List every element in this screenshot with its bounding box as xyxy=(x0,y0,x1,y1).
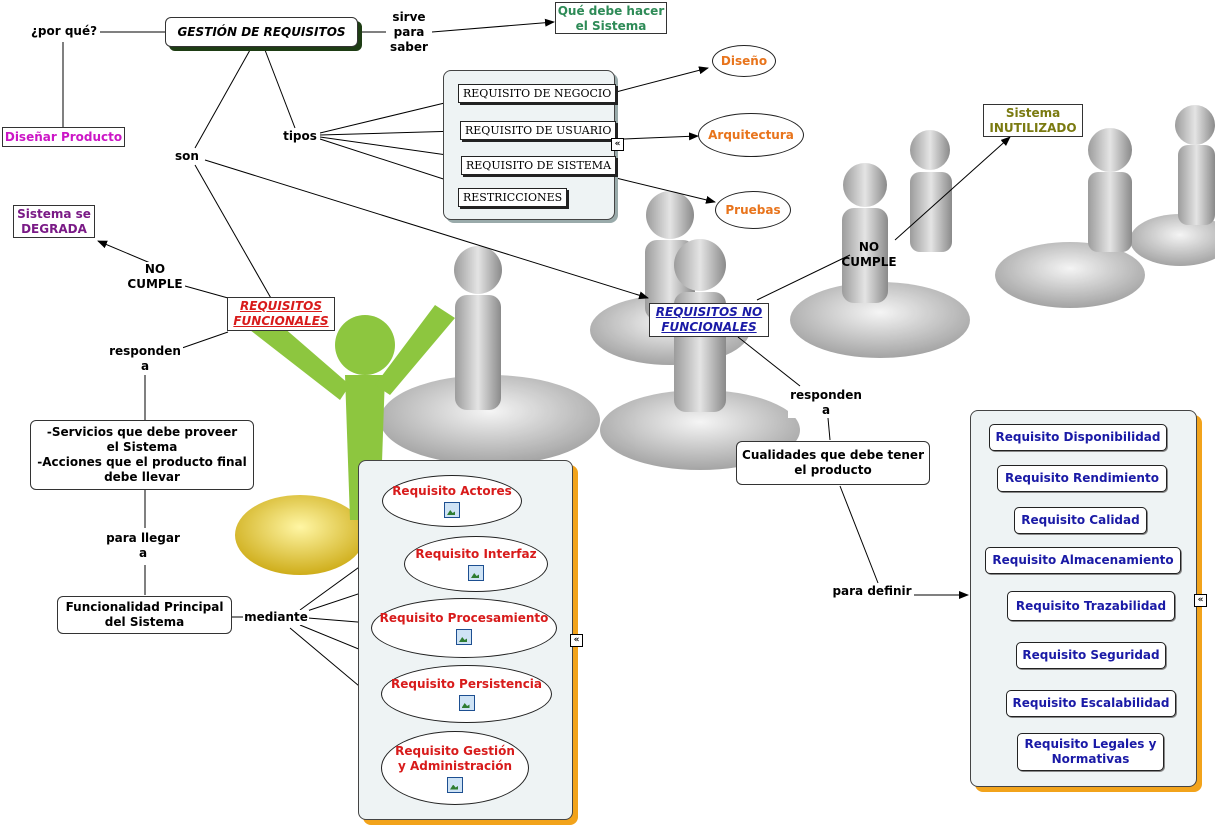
requisito-no-funcional-item[interactable]: Requisito Rendimiento xyxy=(997,465,1167,492)
arquitectura-node[interactable]: Arquitectura xyxy=(698,113,804,157)
requisito-funcional-item[interactable]: Requisito Interfaz xyxy=(404,536,548,592)
green-person-icon xyxy=(250,305,455,520)
collapse-toggle-icon[interactable]: « xyxy=(1194,594,1207,607)
tipo-item[interactable]: REQUISITO DE USUARIO xyxy=(460,121,617,140)
requisito-funcional-item[interactable]: Requisito Persistencia xyxy=(381,665,552,723)
funcionalidad-principal-node[interactable]: Funcionalidad Principal del Sistema xyxy=(57,596,232,634)
tipo-item[interactable]: REQUISITO DE SISTEMA xyxy=(461,156,617,175)
requisito-funcional-item[interactable]: Requisito Procesamiento xyxy=(371,598,557,658)
requisitos-no-funcionales-node[interactable]: REQUISITOS NO FUNCIONALES xyxy=(649,303,769,337)
gestion-de-requisitos-node[interactable]: GESTIÓN DE REQUISITOS xyxy=(165,17,358,47)
requisito-funcional-label: Requisito Gestión y Administración xyxy=(395,743,515,773)
tipos-label: tipos xyxy=(280,129,320,144)
requisito-no-funcional-item[interactable]: Requisito Calidad xyxy=(1014,507,1147,534)
pruebas-node[interactable]: Pruebas xyxy=(715,191,791,229)
requisito-funcional-label: Requisito Actores xyxy=(392,484,512,498)
requisito-funcional-label: Requisito Persistencia xyxy=(390,677,543,691)
requisito-funcional-label: Requisito Procesamiento xyxy=(379,611,549,625)
sistema-inutilizado-node[interactable]: Sistema INUTILIZADO xyxy=(983,104,1083,137)
image-attachment-icon[interactable] xyxy=(444,502,460,518)
no-cumple-right-label: NO CUMPLE xyxy=(841,240,897,269)
cualidades-node[interactable]: Cualidades que debe tener el producto xyxy=(736,441,930,485)
requisitos-funcionales-node[interactable]: REQUISITOS FUNCIONALES xyxy=(227,297,335,331)
requisito-funcional-label: Requisito Interfaz xyxy=(415,547,537,561)
requisito-no-funcional-item[interactable]: Requisito Escalabilidad xyxy=(1006,690,1176,717)
tipo-item[interactable]: REQUISITO DE NEGOCIO xyxy=(458,84,617,103)
requisito-funcional-item[interactable]: Requisito Actores xyxy=(382,475,522,527)
para-llegar-label: para llegar a xyxy=(103,531,183,561)
servicios-node[interactable]: -Servicios que debe proveer el Sistema -… xyxy=(30,420,254,490)
disenar-producto-node[interactable]: Diseñar Producto xyxy=(2,127,125,147)
image-attachment-icon[interactable] xyxy=(456,629,472,645)
image-attachment-icon[interactable] xyxy=(447,776,463,793)
image-attachment-icon[interactable] xyxy=(458,695,475,711)
responden-left-label: responden a xyxy=(107,344,183,374)
requisito-no-funcional-item[interactable]: Requisito Almacenamiento xyxy=(985,547,1181,574)
diseno-node[interactable]: Diseño xyxy=(712,45,776,77)
person-figure-icon xyxy=(454,105,1215,412)
requisito-no-funcional-item[interactable]: Requisito Seguridad xyxy=(1016,642,1166,669)
sistema-degrada-node[interactable]: Sistema se DEGRADA xyxy=(13,205,95,238)
requisito-funcional-item[interactable]: Requisito Gestión y Administración xyxy=(381,731,529,805)
requisito-no-funcional-item[interactable]: Requisito Disponibilidad xyxy=(989,424,1167,451)
collapse-toggle-icon[interactable]: « xyxy=(611,138,624,151)
image-attachment-icon[interactable] xyxy=(468,565,484,581)
no-cumple-left-label: NO CUMPLE xyxy=(125,262,185,292)
son-label: son xyxy=(172,149,202,164)
mediante-label: mediante xyxy=(243,610,309,625)
por-que-label: ¿por qué? xyxy=(28,24,100,39)
sirve-para-saber-label: sirve para saber xyxy=(386,10,432,55)
tipo-item[interactable]: RESTRICCIONES xyxy=(458,188,568,207)
para-definir-label: para definir xyxy=(830,584,914,599)
responden-right-label: responden a xyxy=(788,388,864,418)
requisito-no-funcional-item[interactable]: Requisito Trazabilidad xyxy=(1007,591,1175,621)
que-debe-hacer-node[interactable]: Qué debe hacer el Sistema xyxy=(555,2,667,34)
requisito-no-funcional-item[interactable]: Requisito Legales y Normativas xyxy=(1017,733,1164,771)
collapse-toggle-icon[interactable]: « xyxy=(570,634,583,647)
